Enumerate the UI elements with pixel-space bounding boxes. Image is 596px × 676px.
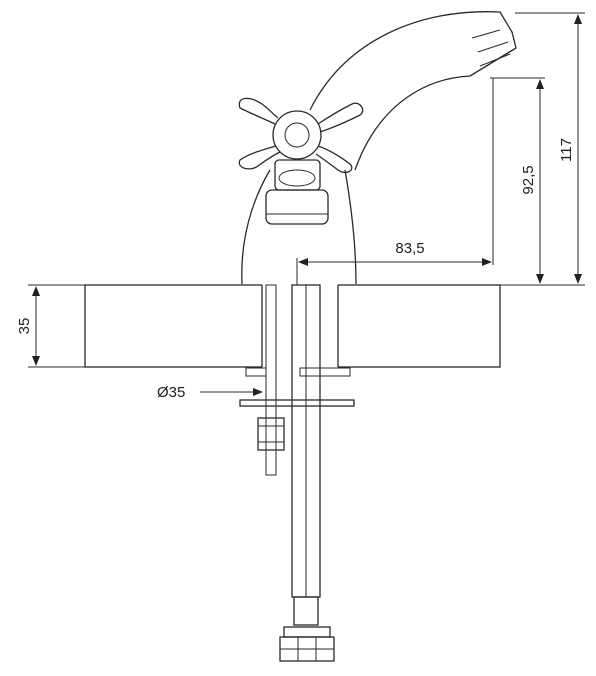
label-deck-thickness: 35: [16, 318, 33, 335]
label-hole-diameter: Ø35: [157, 384, 185, 401]
dimension-spout-height: [490, 77, 545, 284]
supply-hoses: [279, 284, 351, 662]
faucet-body: [238, 11, 517, 285]
label-spout-height: 92,5: [520, 165, 537, 194]
label-total-height: 117: [558, 138, 575, 162]
dimension-deck-thickness: [28, 284, 85, 368]
mounting-stud: [239, 284, 355, 476]
label-spout-reach: 83,5: [395, 240, 424, 257]
dimension-total-height: [500, 12, 585, 286]
dimension-spout-reach: [296, 78, 494, 285]
